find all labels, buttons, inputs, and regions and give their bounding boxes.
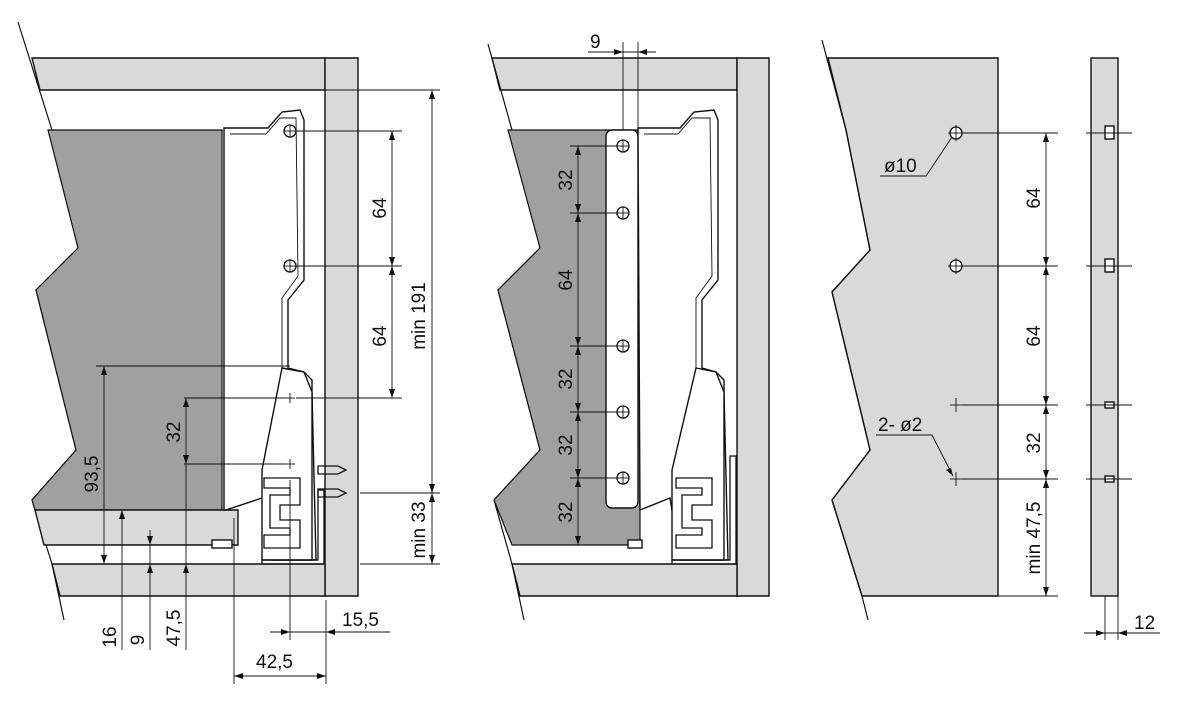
dim-32-c: 32 [556, 434, 577, 455]
cabinet-bottom-panel-2 [511, 563, 738, 597]
dim-15-5: 15,5 [342, 610, 379, 631]
hole-phi2-upper [950, 398, 962, 412]
dim-64-upper: 64 [370, 197, 391, 219]
hole-phi10-upper [948, 125, 964, 141]
rail-base-2 [671, 455, 737, 565]
bracket-hole-1 [616, 139, 630, 153]
dim-32: 32 [164, 421, 185, 442]
label-2phi2: 2- ø2 [878, 415, 922, 436]
dimension-arrows-view2 [575, 49, 647, 545]
bracket-hole-5 [616, 471, 630, 485]
rail-profile-2 [675, 477, 713, 549]
edge-hole-1 [1104, 125, 1115, 140]
dim-42-5: 42,5 [256, 652, 293, 673]
dim-min47-5: min 47,5 [1024, 502, 1045, 575]
edge-arrows [1096, 630, 1127, 636]
bracket-hole-4 [616, 405, 630, 419]
label-phi10: ø10 [884, 156, 917, 177]
dim-64-lower: 64 [370, 325, 391, 347]
drawer-front-panel [827, 57, 999, 597]
dim-64-upper-v3: 64 [1024, 187, 1045, 209]
dim-32-d: 32 [556, 501, 577, 522]
screw-hole-lower [283, 259, 297, 273]
mounting-bracket [605, 129, 639, 509]
dim-9-top: 9 [590, 32, 601, 53]
dim-32-v3: 32 [1024, 432, 1045, 453]
cabinet-top-panel-2 [491, 57, 738, 91]
dimension-arrows-view1 [101, 90, 435, 679]
dim-64: 64 [556, 269, 577, 291]
view-3-front-panel: ø10 2- ø2 64 64 32 min 47,5 [821, 39, 1058, 621]
rail-base [261, 489, 325, 565]
edge-hole-2 [1104, 258, 1115, 273]
hole-phi2-lower [950, 472, 962, 486]
mechanism-point-lower [285, 459, 295, 469]
view-2-side-section: 9 32 64 32 32 32 [487, 32, 770, 621]
leader-phi10 [880, 136, 953, 177]
dim-93-5: 93,5 [82, 456, 103, 493]
drawer-clip [211, 539, 233, 549]
dim-9: 9 [128, 635, 149, 646]
drawer-clip-2 [627, 539, 643, 549]
bracket-hole-2 [616, 206, 630, 220]
runner-inner-line [230, 117, 299, 368]
leader-arrow-2phi2 [946, 468, 953, 476]
cabinet-side-panel-2 [736, 57, 770, 597]
mechanism-point-upper [285, 393, 295, 403]
dimension-arrows-view3 [1043, 133, 1049, 596]
view-1-side-section: 64 64 min 191 32 93,5 min 33 16 9 47,5 1… [17, 21, 440, 684]
drawer-bottom-panel [34, 509, 239, 546]
screw-hole-upper [283, 124, 297, 138]
dim-64-lower-v3: 64 [1024, 325, 1045, 347]
dim-47-5: 47,5 [164, 610, 185, 647]
panel-edge [1090, 57, 1119, 597]
break-line-3 [821, 39, 871, 621]
cabinet-side-panel [324, 57, 359, 597]
screw-upper [317, 465, 348, 475]
drawer-side-panel [31, 129, 223, 511]
dim-16: 16 [100, 626, 121, 647]
dim-min191: min 191 [409, 282, 430, 350]
dim-32-a: 32 [556, 169, 577, 190]
dim-32-b: 32 [556, 368, 577, 389]
runner-inner-line-2 [644, 117, 713, 368]
cabinet-top-panel [31, 57, 326, 91]
view-4-panel-edge: 12 [1084, 57, 1160, 640]
dim-12: 12 [1134, 613, 1155, 634]
leader-2phi2 [876, 434, 954, 477]
dim-min33: min 33 [409, 501, 430, 558]
bracket-hole-3 [616, 339, 630, 353]
cabinet-bottom-panel [51, 563, 326, 597]
screw-lower [317, 488, 348, 498]
dimension-lines-view3 [962, 132, 1058, 597]
